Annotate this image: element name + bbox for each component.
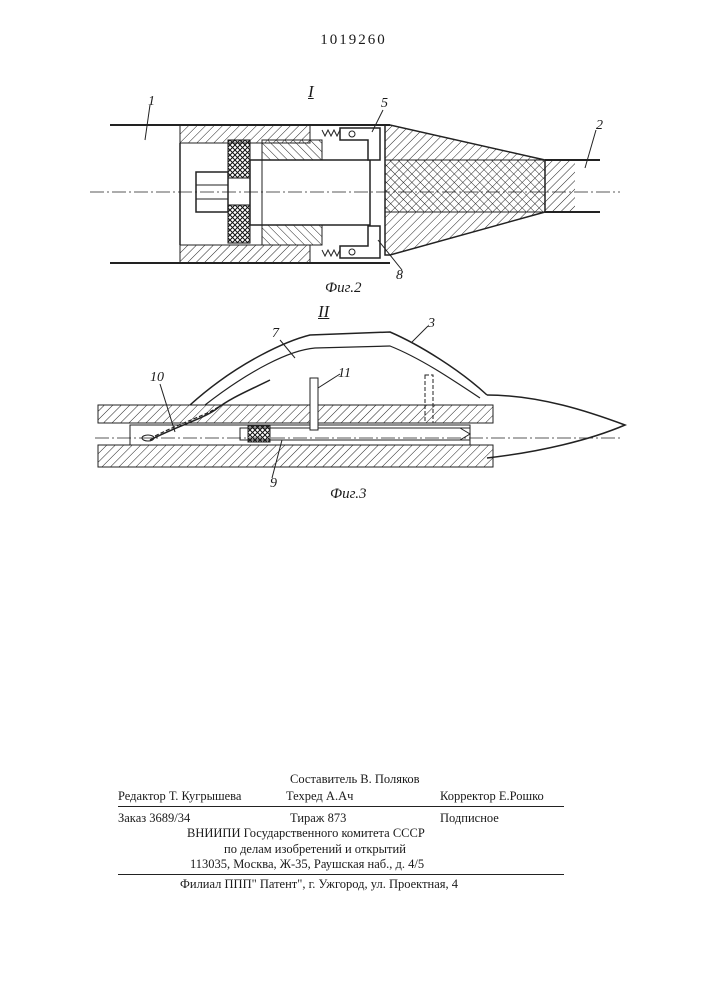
callout-2: 2 (596, 118, 603, 134)
section-mark-ii: II (318, 302, 329, 322)
imprint-rule-top (118, 806, 564, 807)
callout-5: 5 (381, 96, 388, 112)
callout-1: 1 (148, 94, 155, 110)
callout-11: 11 (338, 366, 351, 382)
org-line-1: ВНИИПИ Государственного комитета СССР (187, 826, 425, 841)
figure-3-drawing (95, 326, 625, 478)
circulation-line: Тираж 873 (290, 811, 346, 826)
branch-line: Филиал ППП" Патент", г. Ужгород, ул. Про… (180, 877, 458, 892)
figure-2-drawing (90, 105, 620, 270)
callout-3: 3 (428, 316, 435, 332)
figure-3-caption: Фиг.3 (330, 486, 366, 503)
callout-9: 9 (270, 476, 277, 492)
org-line-2: по делам изобретений и открытий (224, 842, 406, 857)
callout-8: 8 (396, 268, 403, 284)
callout-10: 10 (150, 370, 164, 386)
figure-2-caption: Фиг.2 (325, 280, 361, 297)
corrector-line: Корректор Е.Рошко (440, 789, 544, 804)
address-line: 113035, Москва, Ж-35, Раушская наб., д. … (190, 857, 424, 872)
imprint-rule-bottom (118, 874, 564, 875)
section-mark-i: I (308, 82, 314, 102)
callout-7: 7 (272, 326, 279, 342)
techred-line: Техред А.Ач (286, 789, 353, 804)
editor-line: Редактор Т. Кугрышева (118, 789, 241, 804)
subscription-line: Подписное (440, 811, 499, 826)
compiler-line: Составитель В. Поляков (290, 772, 420, 787)
order-line: Заказ 3689/34 (118, 811, 190, 826)
